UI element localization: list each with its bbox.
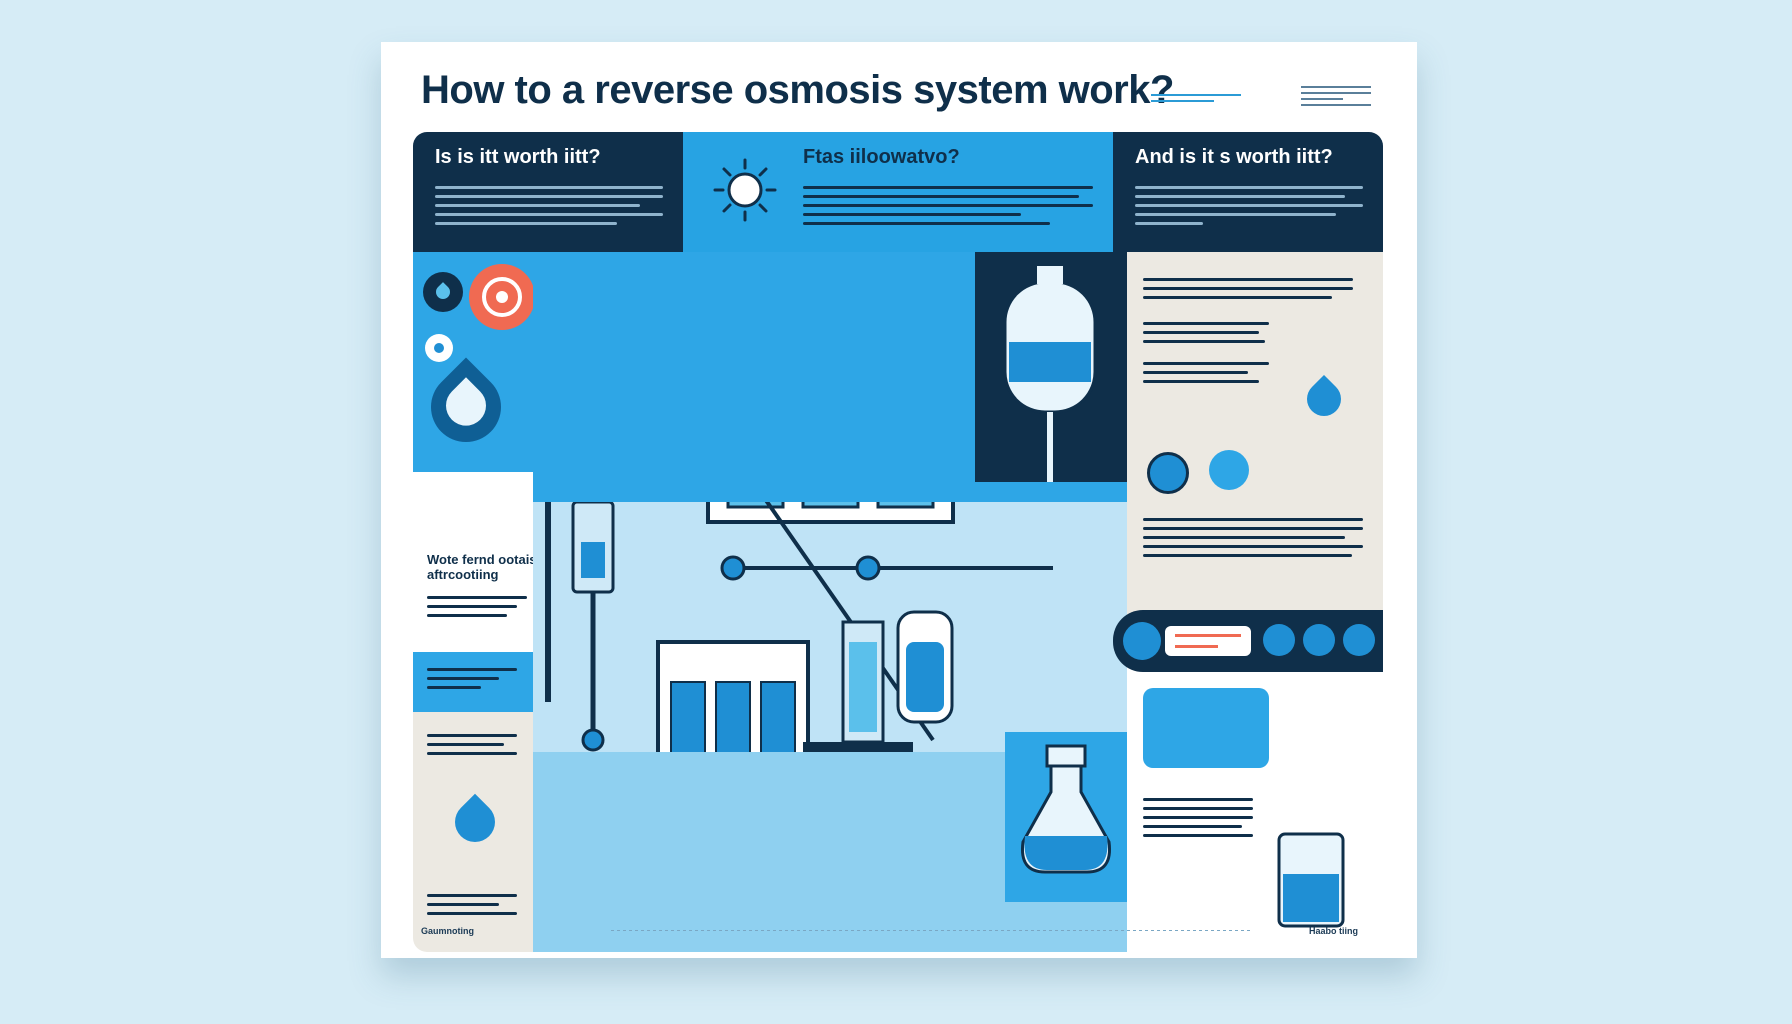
bar-drop-icon-1 — [1263, 624, 1295, 656]
flask-icon — [1020, 744, 1112, 874]
drop-icon — [446, 793, 504, 851]
header-left-title: Is is itt worth iitt? — [435, 146, 601, 168]
infographic-poster: How to a reverse osmosis system work? Is… — [381, 42, 1417, 958]
large-drop-icon — [416, 357, 516, 457]
bar-drop-icon-3 — [1343, 624, 1375, 656]
right-beige-panel — [1127, 252, 1383, 652]
left-beige-text — [427, 728, 517, 761]
right-lower-section — [1127, 672, 1383, 952]
page-title: How to a reverse osmosis system work? — [421, 68, 1174, 112]
footer-right-label: Haabo tiing — [1309, 926, 1358, 936]
header-middle-text — [803, 180, 1093, 231]
header-right-text — [1135, 180, 1363, 231]
left-blue-panel — [413, 252, 535, 472]
drop-circle-icon — [1147, 452, 1189, 494]
left-strip-text — [427, 662, 517, 695]
target-icon — [469, 264, 535, 330]
header-left-text — [435, 180, 663, 231]
title-decoration-right — [1301, 82, 1371, 110]
right-progress-bar — [1113, 610, 1383, 672]
sun-icon — [713, 158, 777, 222]
left-column-text — [427, 590, 527, 623]
right-lower-text — [1143, 792, 1253, 843]
water-tank-icon — [1003, 266, 1097, 482]
header-right-title: And is it s worth iitt? — [1135, 146, 1333, 168]
left-blue-strip — [413, 652, 533, 712]
left-bottom-text — [427, 888, 517, 921]
water-drop-icon — [423, 272, 463, 312]
header-right-panel: And is it s worth iitt? — [1113, 132, 1383, 252]
left-white-section: Wote fernd ootais aftrcootiing — [413, 472, 537, 652]
jar-icon — [1277, 832, 1345, 928]
drop-circle-icon-2 — [1209, 450, 1249, 490]
footer-left-label: Gaumnoting — [421, 926, 474, 936]
info-icon — [425, 334, 453, 362]
right-text-2 — [1143, 512, 1363, 563]
left-column-heading: Wote fernd ootais aftrcootiing — [427, 552, 537, 582]
right-text-1 — [1143, 272, 1353, 389]
bar-drop-icon-2 — [1303, 624, 1335, 656]
header-middle-title: Ftas iiloowatvo? — [803, 146, 960, 168]
header-middle-panel: Ftas iiloowatvo? — [683, 132, 1113, 252]
tank-panel — [975, 252, 1127, 482]
info-card — [1143, 688, 1269, 768]
footer-divider — [611, 930, 1251, 931]
title-decoration — [1151, 90, 1241, 114]
bar-circle-icon — [1123, 622, 1161, 660]
left-beige-section — [413, 712, 533, 952]
header-left-panel: Is is itt worth iitt? — [413, 132, 683, 252]
flask-panel — [1005, 732, 1127, 902]
